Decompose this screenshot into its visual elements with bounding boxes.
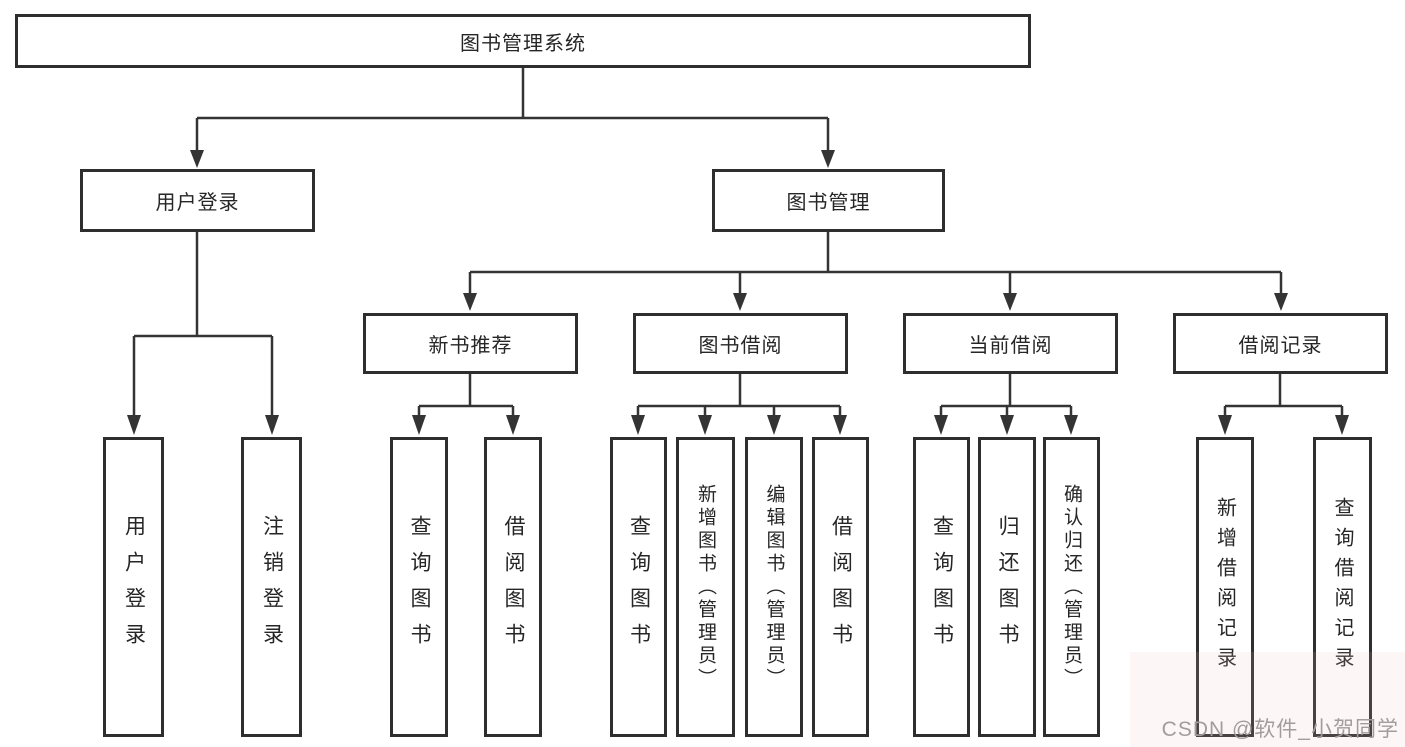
leaf-borrow-book-recommend: 借阅图书: [484, 437, 542, 737]
leaf-add-borrow-record: 新增借阅记录: [1196, 437, 1254, 737]
node-root-system: 图书管理系统: [15, 14, 1031, 68]
leaf-query-borrow-record: 查询借阅记录: [1313, 437, 1372, 737]
leaf-user-login: 用户登录: [103, 437, 164, 737]
leaf-add-book-admin: 新增图书（管理员）: [676, 437, 735, 737]
node-book-borrow: 图书借阅: [633, 313, 848, 374]
node-book-management: 图书管理: [712, 169, 945, 232]
leaf-confirm-return-admin: 确认归还（管理员）: [1043, 437, 1100, 737]
leaf-edit-book-admin: 编辑图书（管理员）: [745, 437, 803, 737]
leaf-return-book: 归还图书: [978, 437, 1036, 737]
node-borrow-record: 借阅记录: [1173, 313, 1388, 374]
leaf-query-book-borrow: 查询图书: [610, 437, 667, 737]
node-user-login: 用户登录: [80, 169, 315, 232]
node-current-borrow: 当前借阅: [903, 313, 1118, 374]
node-new-book-recommend: 新书推荐: [363, 313, 578, 374]
leaf-logout: 注销登录: [241, 437, 302, 737]
leaf-borrow-book: 借阅图书: [812, 437, 869, 737]
leaf-query-book-current: 查询图书: [913, 437, 970, 737]
leaf-query-book-recommend: 查询图书: [390, 437, 448, 737]
csdn-watermark: CSDN @软件_小贺同学: [1161, 718, 1399, 741]
